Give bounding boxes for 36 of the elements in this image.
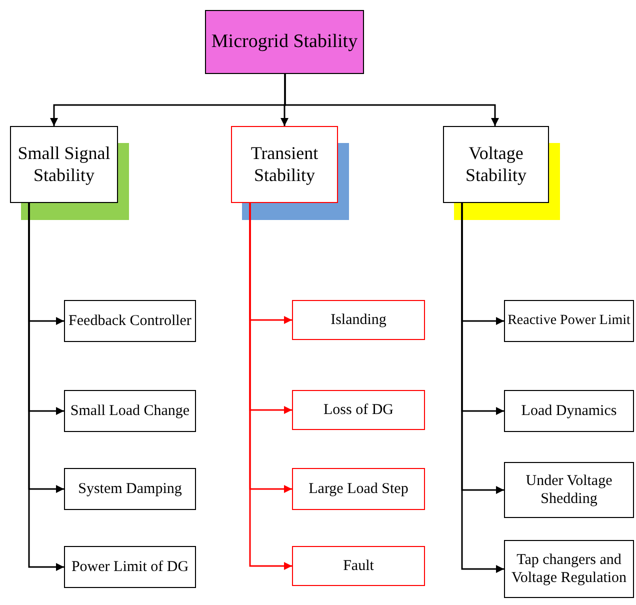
process-box <box>504 462 634 518</box>
node-label: Fault <box>343 557 374 575</box>
node-label: Tap changers and Voltage Regulation <box>510 551 628 587</box>
process-box <box>292 546 425 586</box>
process-box <box>292 390 425 430</box>
node-label: Power Limit of DG <box>71 558 189 576</box>
process-box <box>231 126 338 203</box>
process-box <box>10 126 118 203</box>
arrow <box>249 203 292 570</box>
arrow <box>461 203 504 573</box>
node-label: Voltage Stability <box>464 142 528 186</box>
node-label: Reactive Power Limit <box>508 312 630 330</box>
process-box <box>292 468 425 510</box>
node-label: Small Signal Stability <box>16 142 112 186</box>
process-box <box>292 300 425 340</box>
node-label: Islanding <box>330 311 386 329</box>
node-label: Microgrid Stability <box>211 30 358 54</box>
process-box <box>504 390 634 432</box>
node-label: Small Load Change <box>70 402 190 420</box>
node-label: System Damping <box>78 480 182 498</box>
node-label: Under Voltage Shedding <box>524 472 614 508</box>
process-box <box>504 540 634 598</box>
arrow <box>284 74 499 126</box>
process-box <box>64 390 196 432</box>
process-box <box>504 300 634 342</box>
node-label: Feedback Controller <box>68 312 192 330</box>
process-box <box>64 546 196 588</box>
process-box <box>64 468 196 510</box>
root-box <box>205 10 364 74</box>
node-label: Transient Stability <box>250 142 320 186</box>
process-box <box>443 126 549 203</box>
arrow <box>28 203 64 571</box>
process-box <box>64 300 196 342</box>
node-label: Large Load Step <box>308 480 408 498</box>
node-label: Load Dynamics <box>521 402 617 420</box>
node-label: Loss of DG <box>324 401 394 419</box>
